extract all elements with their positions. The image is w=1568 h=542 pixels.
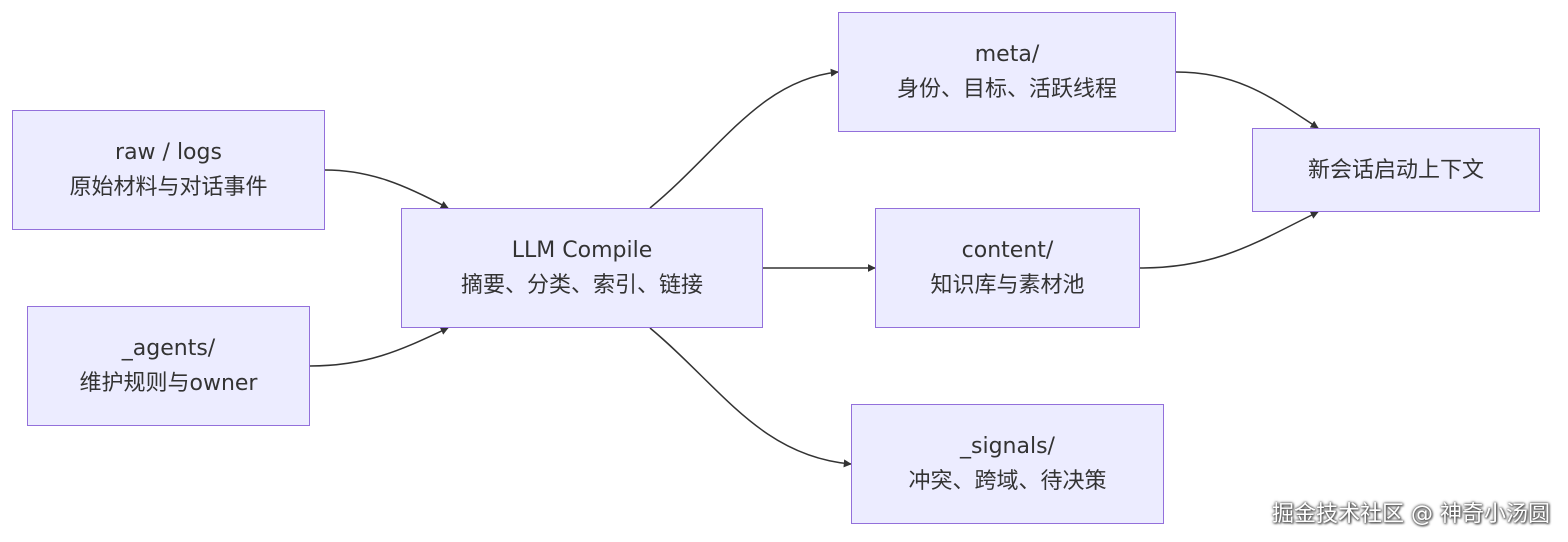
node-subtitle: 摘要、分类、索引、链接 [460,273,703,298]
node-subtitle: 维护规则与owner [79,371,258,396]
node-new-session-context: 新会话启动上下文 [1252,128,1540,212]
node-subtitle: 身份、目标、活跃线程 [896,77,1117,102]
edge-agents-to-compile [309,327,449,367]
node-meta: meta/ 身份、目标、活跃线程 [838,12,1176,132]
node-title: raw / logs [115,140,222,165]
edge-meta-to-session [1175,71,1319,129]
node-title: LLM Compile [511,238,653,263]
node-title: content/ [961,238,1054,263]
node-raw-logs: raw / logs 原始材料与对话事件 [12,110,325,230]
edge-raw-to-compile [324,169,449,209]
node-llm-compile: LLM Compile 摘要、分类、索引、链接 [401,208,763,328]
node-subtitle: 知识库与素材池 [930,273,1085,298]
edge-compile-to-meta [649,68,839,209]
node-subtitle: 冲突、跨域、待决策 [908,469,1107,494]
node-title: _agents/ [121,336,216,361]
edge-content-to-session [1139,211,1319,269]
edge-compile-to-signals [649,327,852,468]
node-title: meta/ [974,42,1040,67]
node-title: 新会话启动上下文 [1307,157,1484,183]
watermark: 掘金技术社区 @ 神奇小汤圆 [1272,502,1550,527]
node-subtitle: 原始材料与对话事件 [69,175,268,200]
node-signals: _signals/ 冲突、跨域、待决策 [851,404,1164,524]
node-title: _signals/ [960,434,1055,459]
node-agents: _agents/ 维护规则与owner [27,306,310,426]
node-content: content/ 知识库与素材池 [875,208,1140,328]
